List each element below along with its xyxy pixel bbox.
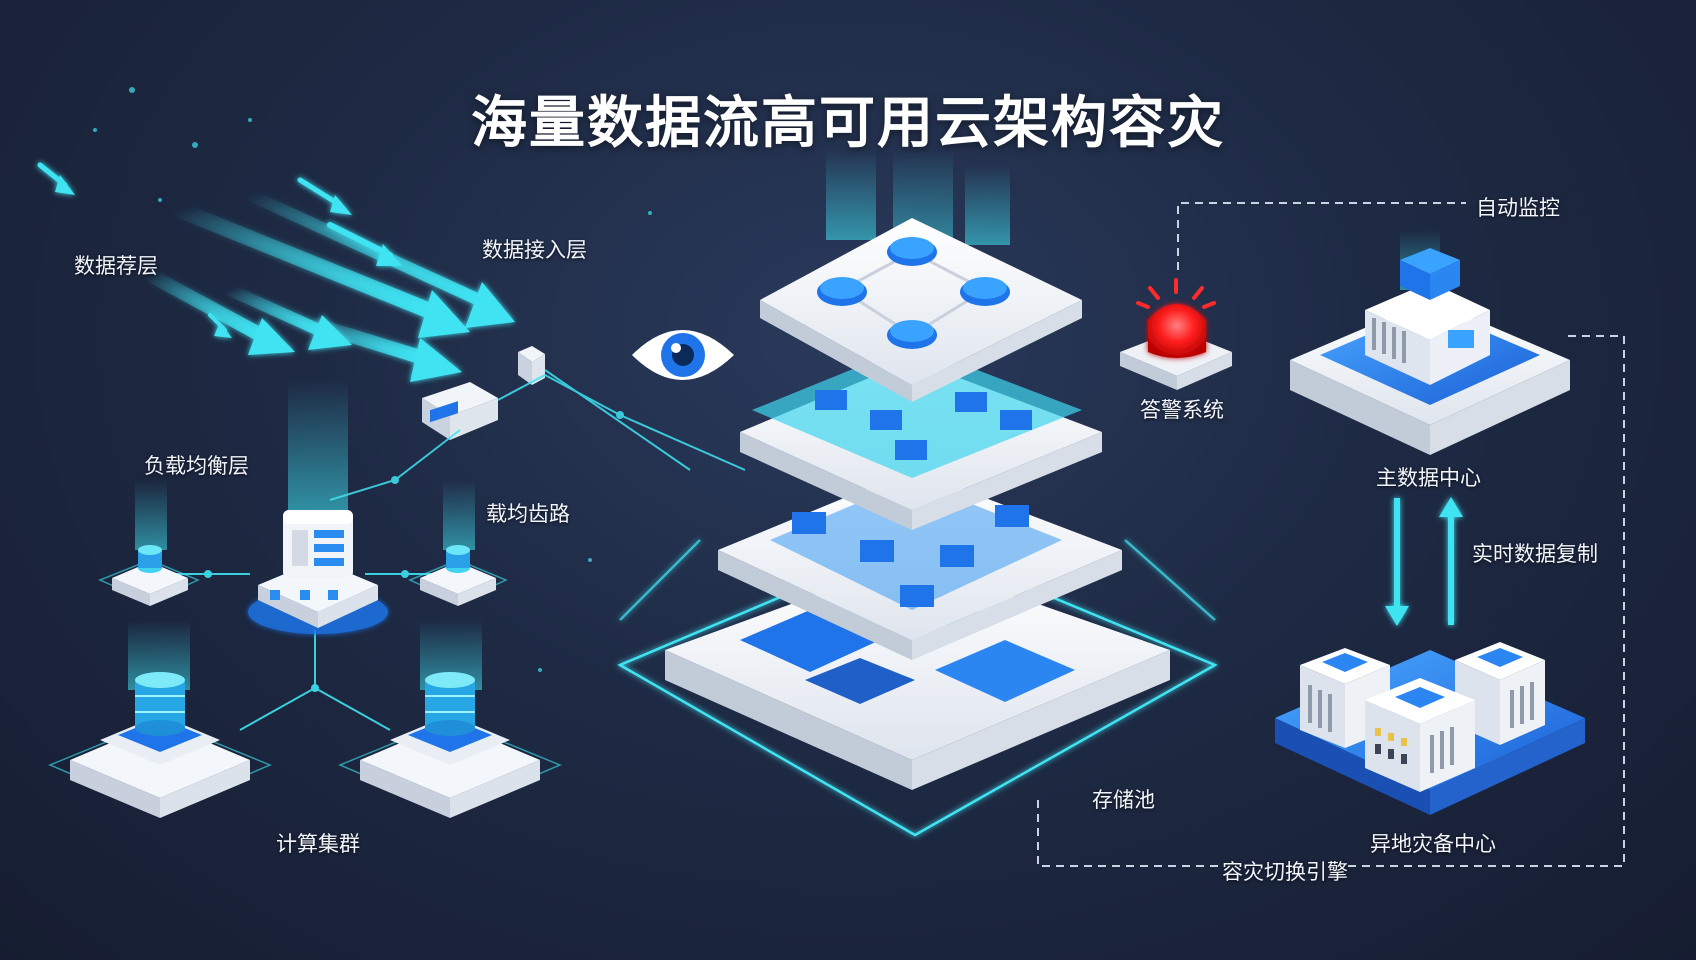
label-compute-cluster: 计算集群 [276,832,360,856]
stream-arrow-icon [293,313,462,382]
ingest-sensor-device [518,346,545,385]
label-lb-route: 载均齿路 [486,502,570,526]
stream-arrow-icon [327,222,402,266]
node-button-icon [887,237,937,266]
load-balancer-hub-icon [248,510,388,634]
data-stream-arrows [37,162,515,382]
lb-node-left-icon [98,545,200,606]
node-button-icon [887,320,937,349]
access-layer [760,218,1082,402]
label-replication: 实时数据复制 [1472,542,1598,566]
label-data-source: 数据荐层 [74,254,158,278]
particles [93,87,652,672]
ingest-connection-lines [329,369,746,501]
label-auto-monitor: 自动监控 [1476,196,1560,220]
node-button-icon [960,277,1010,306]
stream-arrow-icon [37,162,75,195]
stream-arrow-icon [244,189,515,328]
label-ingest-layer: 数据接入层 [482,238,587,262]
replication-arrows [1385,497,1463,626]
alarm-light-icon [1120,278,1232,390]
stream-arrow-icon [224,284,352,350]
down-arrow-icon [1385,498,1409,626]
compute-layer [718,470,1122,660]
node-button-icon [817,277,867,306]
stream-arrow-icon [143,268,295,355]
network-layer [740,345,1102,530]
monitor-eye-icon [632,330,734,380]
up-arrow-icon [1439,497,1463,625]
ingest-gateway-device [422,382,498,440]
stream-arrow-icon [208,313,232,338]
label-storage-pool: 存储池 [1092,788,1155,812]
stream-arrow-icon [172,202,470,338]
compute-node-right-icon [338,672,562,818]
label-primary-dc: 主数据中心 [1376,466,1481,490]
monitor-dashed-lines [1037,202,1625,867]
dr-datacenter-icon [1275,642,1585,815]
label-load-balancer: 负载均衡层 [144,454,249,478]
lb-node-right-icon [408,545,508,606]
primary-datacenter-icon [1290,248,1570,455]
label-alarm-system: 答警系统 [1140,398,1224,422]
compute-node-left-icon [48,672,272,818]
label-dr-dc: 异地灾备中心 [1370,832,1496,856]
page-title: 海量数据流高可用云架构容灾 [471,91,1225,156]
stream-arrow-icon [297,177,352,215]
label-failover-engine: 容灾切换引擎 [1222,860,1348,884]
